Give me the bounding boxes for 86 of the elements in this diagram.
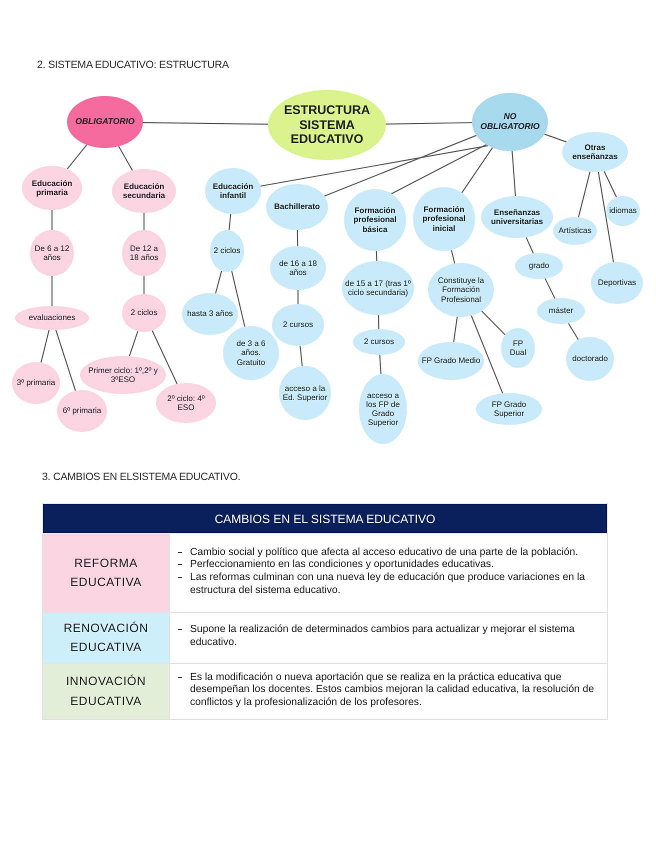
concept-ellipse: De 6 a 12 años (30, 230, 74, 276)
concept-ellipse: Educación infantil (205, 168, 261, 214)
concept-ellipse: de 16 a 18 años (270, 246, 326, 290)
connector-line (228, 214, 232, 230)
connector-line (378, 314, 380, 329)
connector-line (391, 144, 486, 194)
connector-line (297, 290, 299, 304)
concept-ellipse: Educación secundaria (112, 169, 176, 213)
connector-line (55, 330, 76, 391)
connector-line (470, 315, 504, 394)
concept-ellipse: doctorado (566, 337, 614, 381)
concept-ellipse: de 3 a 6 años. Gratuito (223, 326, 279, 380)
concept-ellipse: Otras enseñanzas (562, 132, 628, 172)
connector-line (450, 250, 456, 264)
connector-line (66, 144, 88, 170)
connector-line (453, 316, 458, 342)
connector-line (376, 250, 378, 262)
connector-line (512, 150, 516, 196)
concept-ellipse: Enseñanzas universitarias (481, 196, 553, 238)
concept-ellipse: grado (515, 253, 563, 279)
connector-line (118, 146, 133, 171)
concept-ellipse: FP Dual (501, 328, 535, 368)
connector-line (386, 122, 472, 125)
concept-ellipse: hasta 3 años (182, 293, 238, 335)
concept-ellipse: idiomas (606, 196, 640, 226)
concept-ellipse: de 15 a 17 (tras 1º ciclo secundaria) (342, 261, 414, 315)
section-heading: 2. SISTEMA EDUCATIVO: ESTRUCTURA (37, 59, 229, 71)
concept-ellipse: 2º ciclo: 4º ESO (156, 383, 216, 423)
connector-line (578, 172, 591, 218)
connector-line (142, 122, 268, 125)
concept-ellipse: De 12 a 18 años (122, 230, 166, 276)
connector-line (324, 134, 477, 197)
bullet-text: Las reformas culminan con una nueva ley de educación que produce variaciones en la estructura del sistema educativo. (190, 572, 586, 598)
connector-line (152, 330, 178, 384)
concept-ellipse: Constituye la Formación Profesional (428, 263, 494, 317)
concept-ellipse: FP Grado Medio (418, 342, 484, 380)
concept-ellipse: Deportivas (591, 262, 643, 304)
connector-line (51, 210, 53, 230)
connector-line (598, 172, 614, 262)
concept-ellipse: FP Grado Superior (476, 393, 542, 425)
concept-ellipse: 6º primaria (57, 390, 107, 432)
concept-ellipse: máster (537, 298, 585, 324)
row-header: REFORMA EDUCATIVA (42, 534, 170, 612)
concept-ellipse: Formación profesional básica (344, 189, 406, 251)
bullet-text: Perfeccionamiento en las condiciones y oportunidades educativas. (190, 559, 494, 572)
concept-ellipse: acceso a la Ed. Superior (279, 366, 331, 420)
connector-line (568, 323, 579, 340)
concept-ellipse: evaluaciones (15, 306, 89, 330)
category-ellipse: NO OBLIGATORIO (472, 93, 548, 151)
bullet-text: Cambio social y político que afecta al acceso educativo de una parte de la población. (190, 546, 578, 560)
concept-ellipse: Primer ciclo: 1º,2º y 3ºESO (80, 356, 166, 394)
bullet-text: Supone la realización de determinados cambios para actualizar y mejorar el sistema educativo. (190, 624, 576, 650)
connector-line (143, 213, 145, 230)
row-header: INNOVACIÓN EDUCATIVA (42, 664, 170, 720)
connector-line (604, 170, 617, 198)
bullet-text: Es la modificación o nueva aportación que se realiza en la práctica educativa que desempeñan los docentes. Estos cambios mejoran la calidad educativa, la resolución de conflictos y la profesionalización de los profesores. (190, 672, 596, 710)
connector-line (461, 147, 493, 194)
connector-line (215, 270, 222, 294)
row-header: RENOVACIÓN EDUCATIVA (42, 612, 170, 664)
concept-ellipse: Bachillerato (266, 184, 328, 230)
concept-ellipse: Educación primaria (22, 166, 82, 210)
connector-line (128, 331, 138, 356)
connector-line (260, 145, 488, 187)
connector-line (143, 276, 145, 294)
concept-ellipse: 2 cursos (353, 329, 405, 355)
connector-line (300, 346, 303, 366)
concept-ellipse: 2 ciclos (210, 230, 244, 272)
concept-ellipse: Formación profesional inicial (413, 187, 475, 251)
connector-line (40, 330, 50, 363)
connector-line (481, 310, 506, 336)
section-heading: 3. CAMBIOS EN ELSISTEMA EDUCATIVO. (42, 471, 240, 483)
connector-line (296, 230, 298, 246)
concept-ellipse: 3º primaria (12, 362, 60, 404)
connector-line (51, 276, 53, 306)
concept-ellipse: 2 ciclos (122, 294, 166, 332)
connector-line (544, 278, 556, 299)
central-ellipse: ESTRUCTURA SISTEMA EDUCATIVO (268, 90, 386, 160)
concept-ellipse: 2 cursos (272, 304, 324, 346)
connector-line (231, 271, 246, 327)
connector-line (544, 134, 567, 142)
connector-line (379, 354, 382, 374)
connector-line (526, 237, 534, 254)
concept-ellipse: acceso a los FP de Grado Superior (359, 374, 407, 444)
concept-ellipse: Artísticas (553, 217, 597, 245)
table-header: CAMBIOS EN EL SISTEMA EDUCATIVO (42, 504, 608, 534)
category-ellipse: OBLIGATORIO (67, 96, 143, 148)
